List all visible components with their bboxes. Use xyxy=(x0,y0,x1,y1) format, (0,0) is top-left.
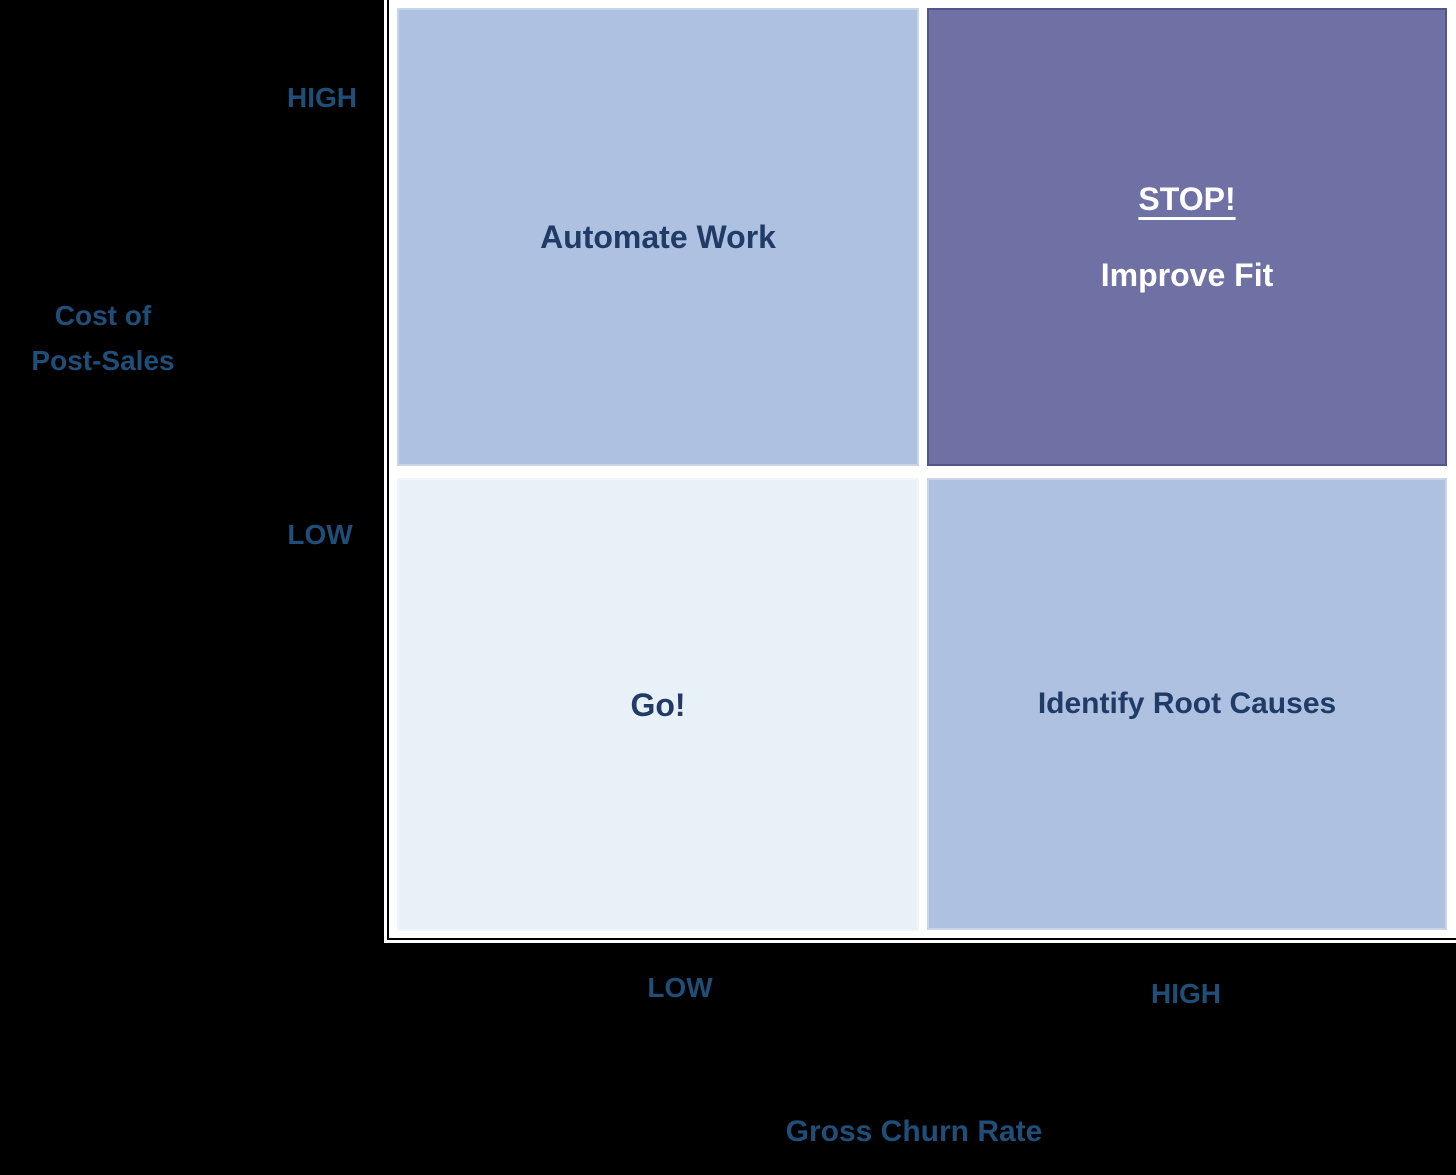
quadrant-bottom-left-label: Go! xyxy=(630,686,686,723)
y-axis-title-line2: Post-Sales xyxy=(31,345,175,376)
y-axis-title-line1: Cost of xyxy=(54,300,152,331)
x-axis-line xyxy=(384,940,1456,943)
plot-area: Automate Work STOP! Improve Fit Go! Iden… xyxy=(389,0,1456,938)
quadrant-top-left-label: Automate Work xyxy=(540,219,776,255)
quadrant-bottom-left-go: Go! xyxy=(397,478,919,931)
quadrant-bottom-right-label: Identify Root Causes xyxy=(1037,687,1337,720)
y-axis-line xyxy=(384,0,387,943)
x-axis-title: Gross Churn Rate xyxy=(785,1115,1043,1148)
x-axis-tick-low: LOW xyxy=(647,972,713,1003)
x-axis-tick-high: HIGH xyxy=(1151,978,1221,1009)
quadrant-top-right-label-improve-fit: Improve Fit xyxy=(1100,257,1274,293)
quadrant-top-left-automate-work: Automate Work xyxy=(397,8,919,466)
quadrant-bottom-right-identify-root-causes: Identify Root Causes xyxy=(927,478,1447,930)
quadrant-top-right-label-stop: STOP! xyxy=(1138,181,1236,217)
quadrant-top-right-stop-improve-fit: STOP! Improve Fit xyxy=(927,8,1447,466)
y-axis-title: Cost of Post-Sales xyxy=(31,293,174,383)
y-axis-tick-low: LOW xyxy=(287,519,353,550)
y-axis-tick-high: HIGH xyxy=(287,82,357,113)
